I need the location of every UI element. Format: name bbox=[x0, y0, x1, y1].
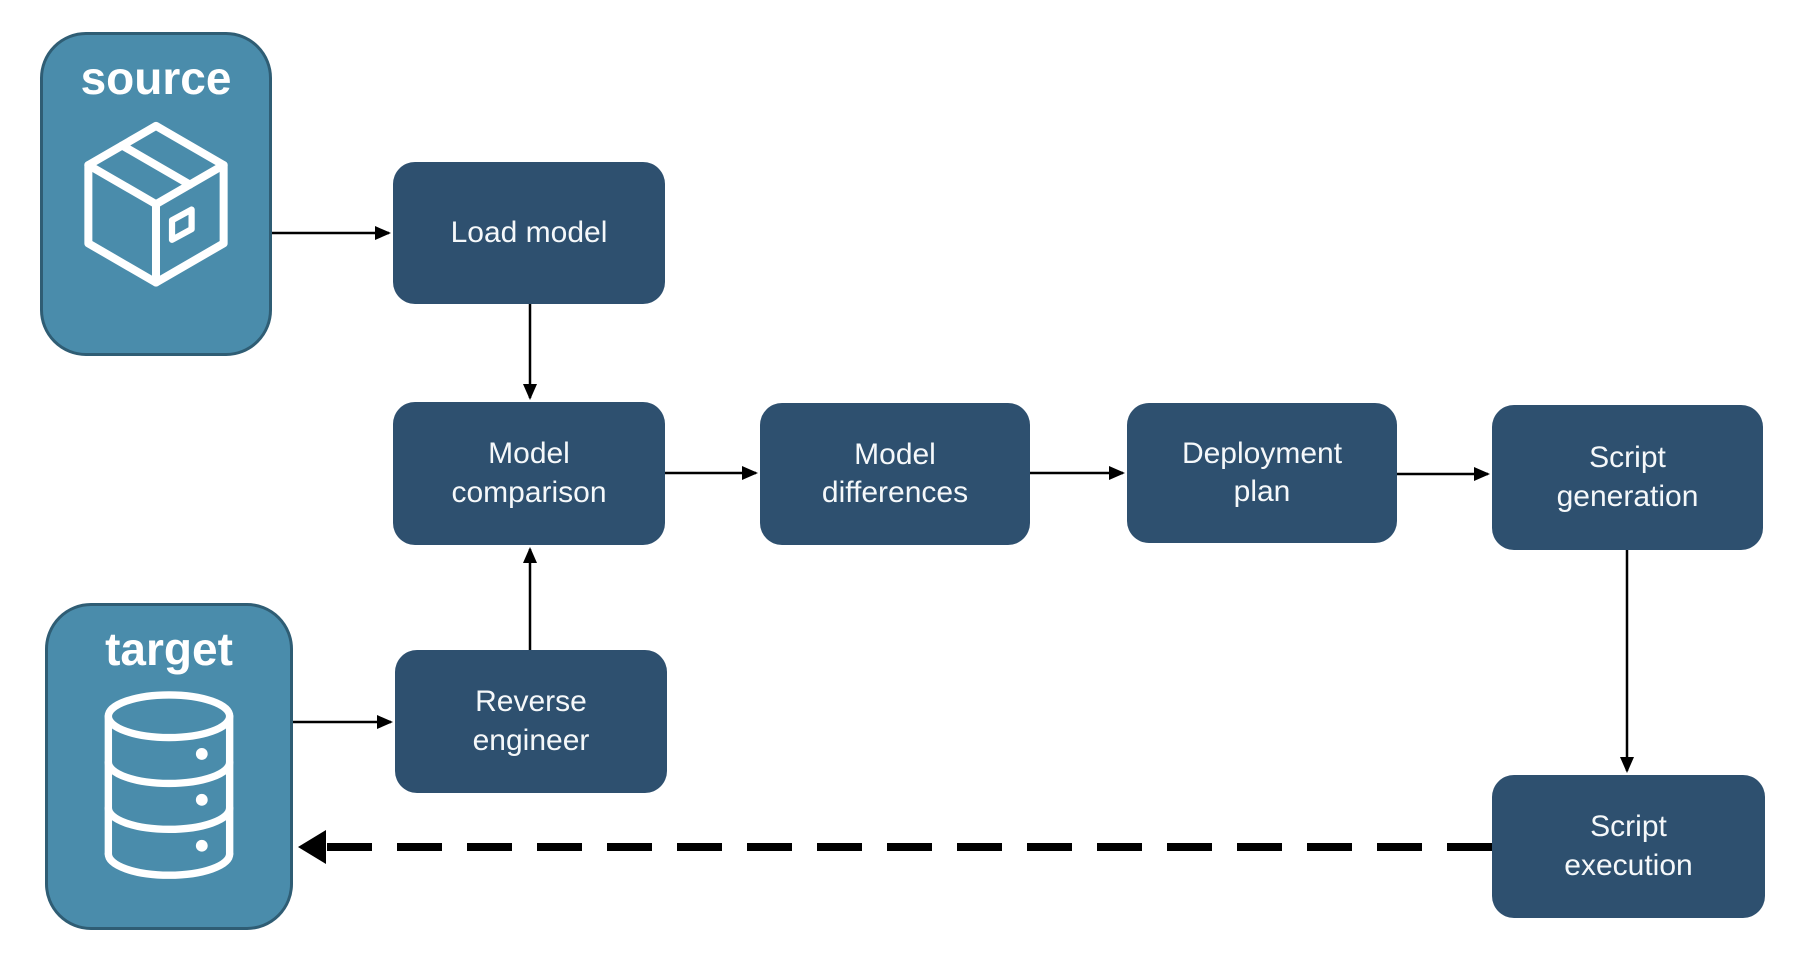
step-load-model: Load model bbox=[393, 162, 665, 304]
source-label: source bbox=[80, 52, 232, 104]
step-reverse-engineer: Reverse engineer bbox=[395, 650, 667, 793]
target-label: target bbox=[105, 623, 233, 675]
step-model-comparison: Model comparison bbox=[393, 402, 665, 545]
source-node: source bbox=[40, 32, 272, 356]
step-load-model-label: Load model bbox=[450, 215, 608, 249]
target-node: target bbox=[45, 603, 293, 930]
step-model-comparison-label: Model comparison bbox=[451, 437, 607, 509]
step-script-generation-label: Script generation bbox=[1556, 441, 1699, 513]
step-reverse-engineer-label: Reverse engineer bbox=[472, 685, 590, 757]
step-script-execution-label: Script execution bbox=[1564, 810, 1693, 882]
step-deployment-plan-label: Deployment plan bbox=[1181, 436, 1343, 508]
step-deployment-plan: Deployment plan bbox=[1127, 403, 1397, 543]
step-script-execution: Script execution bbox=[1492, 775, 1765, 918]
step-script-generation: Script generation bbox=[1492, 405, 1763, 550]
package-icon bbox=[84, 121, 228, 287]
step-model-differences-label: Model differences bbox=[821, 437, 969, 509]
step-model-differences: Model differences bbox=[760, 403, 1030, 545]
database-icon bbox=[104, 691, 234, 879]
